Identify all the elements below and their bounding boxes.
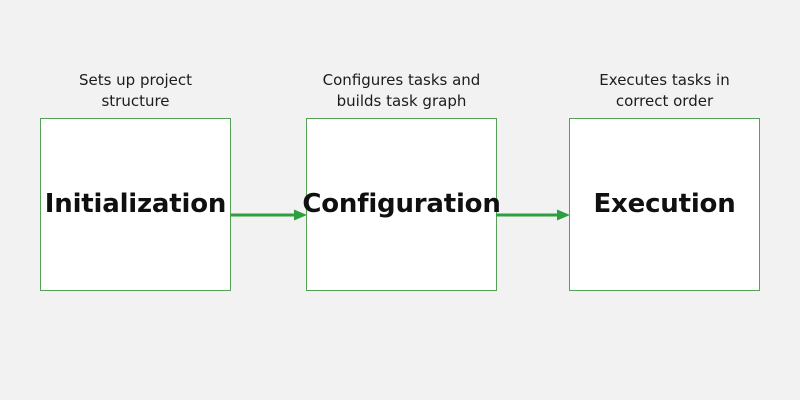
connector-initialization-to-configuration <box>231 208 307 222</box>
stage-box-execution[interactable]: Execution <box>569 118 760 291</box>
arrow-head-icon <box>557 209 570 221</box>
connector-configuration-to-execution <box>496 208 570 222</box>
stage-initialization[interactable]: Sets up project structure Initialization <box>40 70 231 291</box>
arrow-head-icon <box>294 209 307 221</box>
stage-label-execution: Execution <box>593 189 736 220</box>
stage-box-initialization[interactable]: Initialization <box>40 118 231 291</box>
stage-caption-initialization: Sets up project structure <box>78 71 193 110</box>
stage-label-configuration: Configuration <box>302 189 501 220</box>
stage-caption-configuration: Configures tasks and builds task graph <box>322 71 481 110</box>
stage-configuration[interactable]: Configures tasks and builds task graph C… <box>302 70 501 291</box>
stage-box-configuration[interactable]: Configuration <box>302 118 501 291</box>
stage-execution[interactable]: Executes tasks in correct order Executio… <box>569 70 760 291</box>
stage-label-initialization: Initialization <box>44 189 227 220</box>
stage-caption-execution: Executes tasks in correct order <box>599 71 730 110</box>
